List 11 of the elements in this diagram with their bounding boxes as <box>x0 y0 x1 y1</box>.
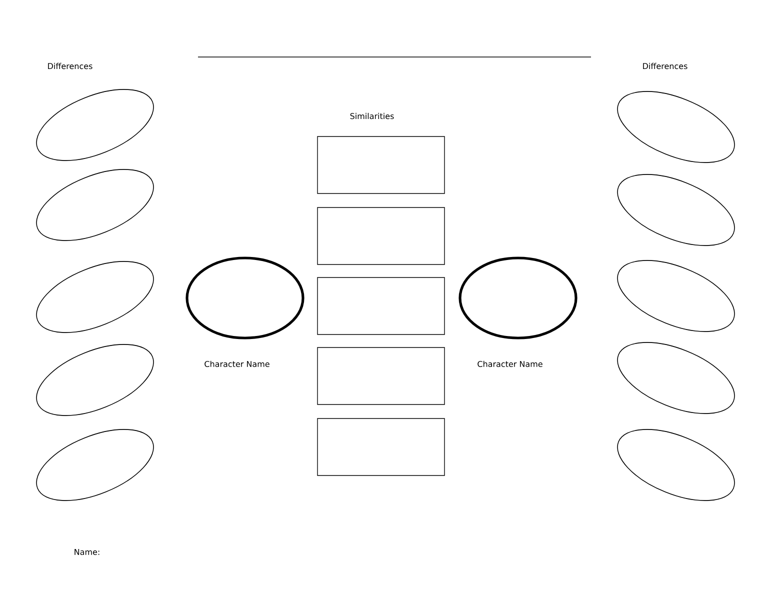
answer-box <box>317 136 445 194</box>
answer-box <box>317 207 445 265</box>
caption-label: Character Name <box>478 360 542 368</box>
answer-box <box>317 347 445 405</box>
heading-label: Similarities <box>350 112 394 120</box>
caption-label: Character Name <box>204 360 270 368</box>
heading-label: Differences <box>48 62 92 70</box>
answer-box <box>317 277 445 335</box>
heading-label: Differences <box>643 62 688 70</box>
answer-box <box>317 418 445 476</box>
heading-label: Name: <box>74 549 100 555</box>
